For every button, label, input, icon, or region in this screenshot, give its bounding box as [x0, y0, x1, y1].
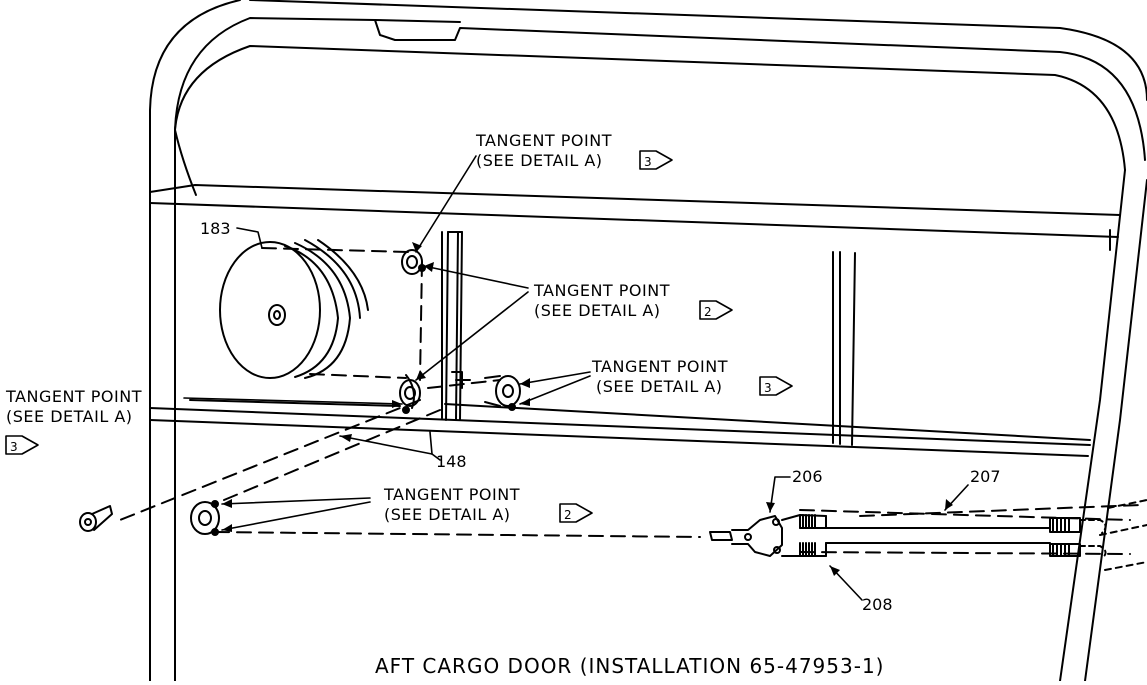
part-number-206: 206 [792, 467, 823, 486]
note-flag-icon [699, 300, 733, 320]
upper-shelf [149, 184, 1121, 408]
note-flag-number: 3 [644, 155, 652, 169]
callout-line1: TANGENT POINT [5, 387, 142, 406]
figure-caption: AFT CARGO DOOR (INSTALLATION 65-47953-1) [375, 654, 884, 678]
part-number-183: 183 [200, 219, 231, 238]
callout-line1: TANGENT POINT [591, 357, 728, 376]
door-frame [149, 0, 1147, 682]
callout-tangent-point-left: TANGENT POINT (SEE DETAIL A) 3 [5, 387, 142, 455]
callout-tangent-point-middle: TANGENT POINT (SEE DETAIL A) 2 [533, 281, 733, 320]
note-flag-number: 3 [10, 440, 18, 454]
note-flag-icon [639, 150, 673, 170]
callout-line1: TANGENT POINT [475, 131, 612, 150]
arrowheads [222, 242, 953, 576]
cable-runs [119, 247, 1141, 555]
note-flag-icon [559, 503, 593, 523]
part-number-148: 148 [436, 452, 467, 471]
callout-line2: (SEE DETAIL A) [596, 377, 723, 396]
stiffener-bracket [451, 371, 471, 389]
turnbuckle-206 [709, 514, 1051, 557]
callout-line1: TANGENT POINT [383, 485, 520, 504]
lower-beam [149, 399, 1091, 457]
pulley-middle-right [484, 375, 521, 411]
pulley-middle-left [399, 374, 421, 414]
cable-terminals-right [1049, 499, 1147, 571]
callout-line2: (SEE DETAIL A) [476, 151, 603, 170]
part-number-207: 207 [970, 467, 1001, 486]
note-flag-icon [759, 376, 793, 396]
pulley-183 [219, 239, 369, 379]
pulley-lower-left [190, 500, 220, 536]
note-flag-number: 2 [704, 305, 712, 319]
callout-tangent-point-upper: TANGENT POINT (SEE DETAIL A) 3 [475, 131, 673, 170]
pulley-upper [401, 249, 426, 275]
note-flag-number: 3 [764, 381, 772, 395]
callout-line2: (SEE DETAIL A) [384, 505, 511, 524]
callout-line2: (SEE DETAIL A) [534, 301, 661, 320]
vertical-stiffeners [441, 231, 856, 446]
callout-line2: (SEE DETAIL A) [6, 407, 133, 426]
leader-lines [183, 155, 969, 601]
callout-tangent-point-right: TANGENT POINT (SEE DETAIL A) 3 [591, 357, 793, 396]
callout-line1: TANGENT POINT [533, 281, 670, 300]
callout-tangent-point-lower: TANGENT POINT (SEE DETAIL A) 2 [383, 485, 593, 524]
cable-end-fitting [79, 505, 113, 532]
note-flag-number: 2 [564, 508, 572, 522]
note-flag-icon [5, 435, 39, 455]
part-number-208: 208 [862, 595, 893, 614]
